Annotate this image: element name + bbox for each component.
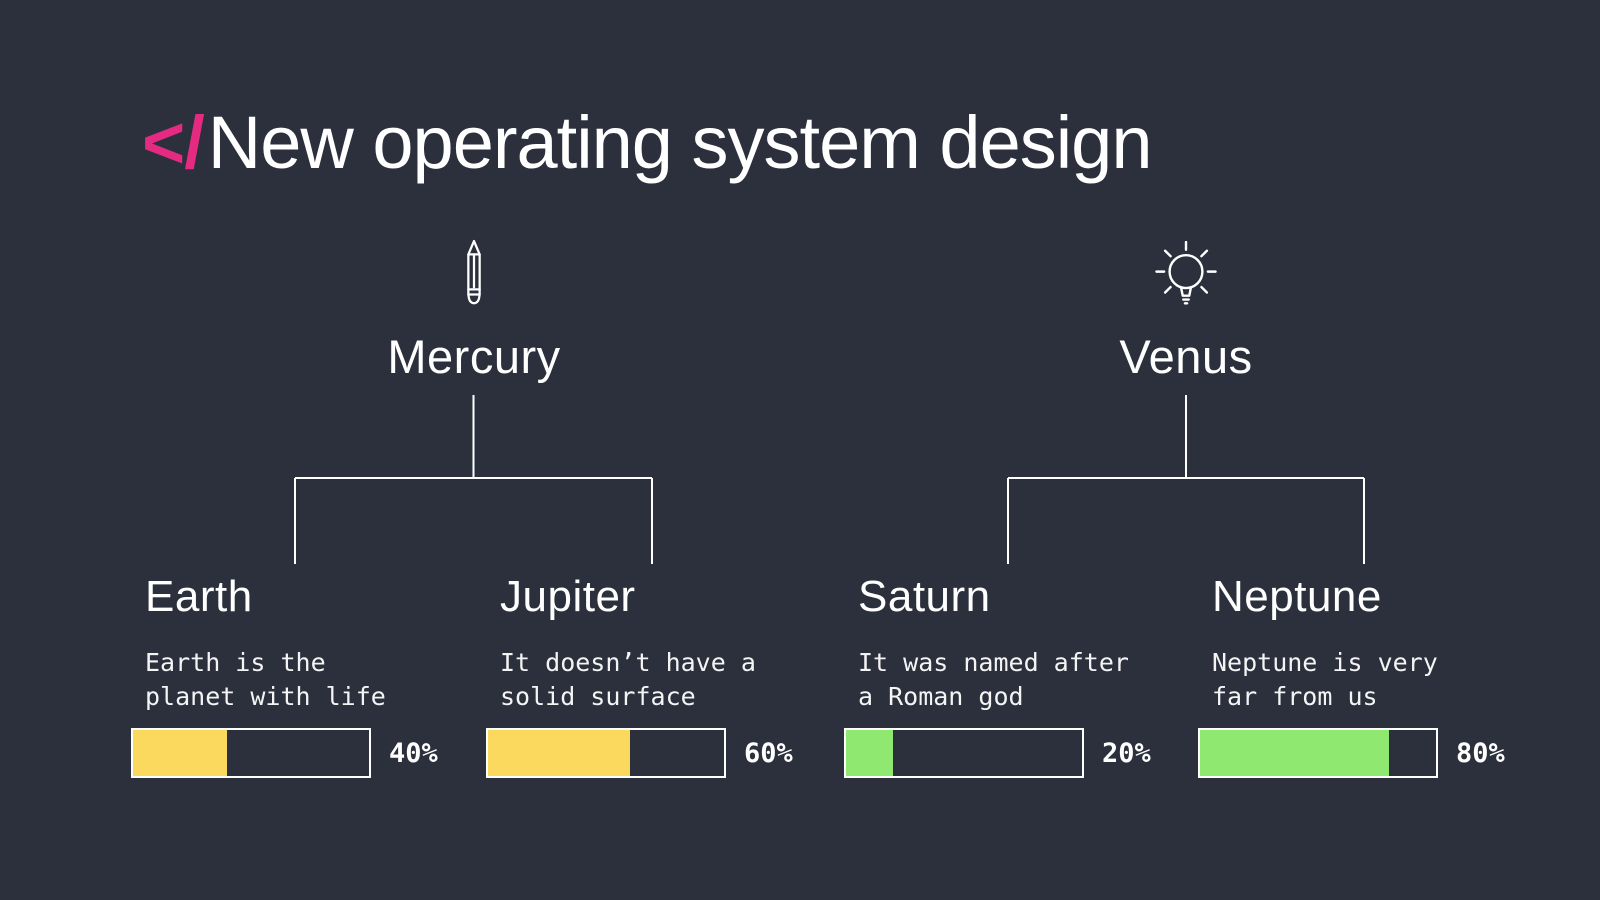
description-line-1: Earth is the <box>145 648 326 677</box>
parent-node-venus: Venus <box>1026 236 1346 384</box>
leaf-heading: Jupiter <box>500 572 636 621</box>
leaf-description: It doesn’t have a solid surface <box>500 646 831 714</box>
progress-bar-fill <box>488 730 630 776</box>
progress-bar <box>486 728 726 778</box>
progress-row: 20% <box>844 728 1189 778</box>
progress-bar <box>131 728 371 778</box>
progress-bar <box>844 728 1084 778</box>
progress-bar-fill <box>133 730 228 776</box>
title-text: New operating system design <box>207 101 1153 184</box>
description-line-2: planet with life <box>145 682 386 711</box>
description-line-1: It doesn’t have a <box>500 648 756 677</box>
progress-row: 80% <box>1198 728 1543 778</box>
leaf-node-saturn: Saturn It was named after a Roman god 20% <box>844 572 1189 778</box>
leaf-node-neptune: Neptune Neptune is very far from us 80% <box>1198 572 1543 778</box>
leaf-description: It was named after a Roman god <box>858 646 1189 714</box>
description-line-1: It was named after <box>858 648 1129 677</box>
description-line-2: a Roman god <box>858 682 1024 711</box>
progress-label: 40% <box>389 737 438 769</box>
progress-row: 60% <box>486 728 831 778</box>
description-line-1: Neptune is very <box>1212 648 1438 677</box>
description-line-2: far from us <box>1212 682 1378 711</box>
leaf-node-jupiter: Jupiter It doesn’t have a solid surface 6… <box>486 572 831 778</box>
progress-bar-fill <box>846 730 894 776</box>
progress-row: 40% <box>131 728 476 778</box>
leaf-description: Earth is the planet with life <box>145 646 476 714</box>
progress-bar <box>1198 728 1438 778</box>
leaf-description: Neptune is very far from us <box>1212 646 1543 714</box>
parent-label-mercury: Mercury <box>387 330 561 383</box>
progress-bar-fill <box>1200 730 1389 776</box>
parent-label-venus: Venus <box>1119 330 1253 383</box>
leaf-heading: Neptune <box>1212 572 1382 621</box>
lightbulb-icon <box>1026 236 1346 316</box>
description-line-2: solid surface <box>500 682 696 711</box>
leaf-heading: Earth <box>145 572 253 621</box>
leaf-heading: Saturn <box>858 572 991 621</box>
parent-node-mercury: Mercury <box>314 236 634 384</box>
progress-label: 60% <box>744 737 793 769</box>
leaf-node-earth: Earth Earth is the planet with life 40% <box>131 572 476 778</box>
title-code-accent: </ <box>142 101 205 184</box>
pencil-icon <box>314 236 634 316</box>
progress-label: 20% <box>1102 737 1151 769</box>
progress-label: 80% <box>1456 737 1505 769</box>
page-title: </New operating system design <box>142 100 1152 185</box>
